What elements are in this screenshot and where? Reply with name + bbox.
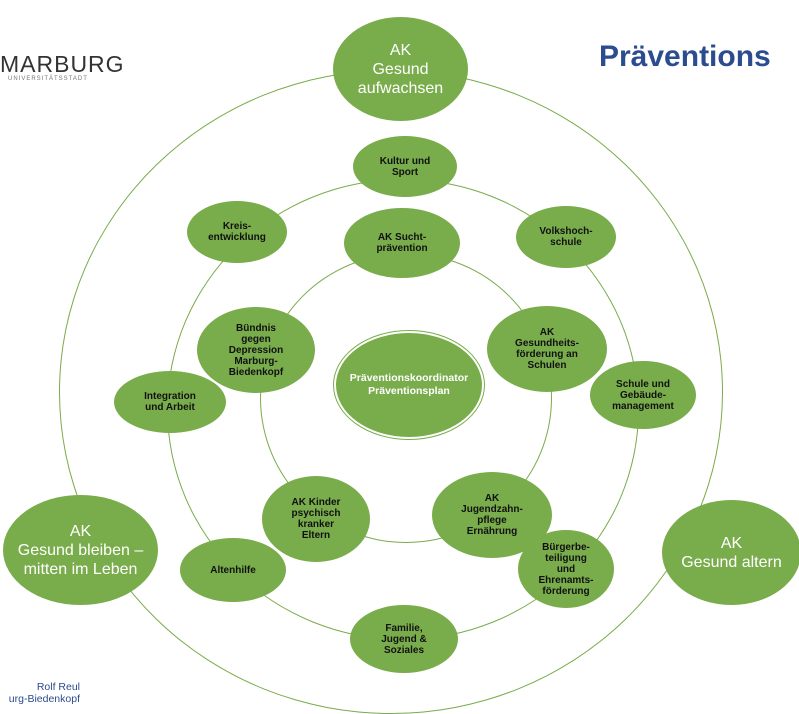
node-kultur-und-sport: Kultur und Sport — [353, 136, 457, 197]
node-praeventionskoordinator: Präventionskoordinator Präventionsplan — [334, 331, 484, 439]
node-ak-kinder-psychisch-kranker-eltern: AK Kinder psychisch kranker Eltern — [262, 476, 370, 562]
logo-subtitle: UNIVERSITÄTSSTADT — [8, 76, 88, 82]
node-altenhilfe: Altenhilfe — [180, 538, 286, 602]
node-integration-und-arbeit: Integration und Arbeit — [114, 371, 226, 433]
footer: Rolf Reul urg-Biedenkopf — [0, 681, 80, 705]
node-familie-jugend-soziales: Familie, Jugend & Soziales — [350, 605, 458, 673]
node-ak-suchtpraevention: AK Sucht- prävention — [344, 208, 460, 278]
node-ak-gesundheitsfoerderung: AK Gesundheits- förderung an Schulen — [487, 306, 607, 392]
page-title: Präventions — [599, 40, 771, 73]
footer-author: Rolf Reul — [36, 681, 80, 693]
node-ak-gesund-aufwachsen: AK Gesund aufwachsen — [333, 17, 468, 121]
node-ak-gesund-altern: AK Gesund altern — [662, 500, 799, 605]
node-buendnis-gegen-depression: Bündnis gegen Depression Marburg- Bieden… — [197, 307, 315, 393]
node-kreisentwicklung: Kreis- entwicklung — [187, 201, 287, 263]
node-ak-gesund-bleiben: AK Gesund bleiben – mitten im Leben — [3, 495, 158, 605]
footer-region: urg-Biedenkopf — [8, 693, 80, 705]
node-volkshochschule: Volkshoch- schule — [516, 206, 616, 268]
marburg-logo: MARBURG UNIVERSITÄTSSTADT — [0, 52, 165, 82]
logo-text: MARBURG — [0, 51, 125, 77]
node-schule-und-gebaeudemanagement: Schule und Gebäude- management — [590, 361, 696, 429]
node-ak-jugendzahnpflege: AK Jugendzahn- pflege Ernährung — [432, 472, 552, 558]
